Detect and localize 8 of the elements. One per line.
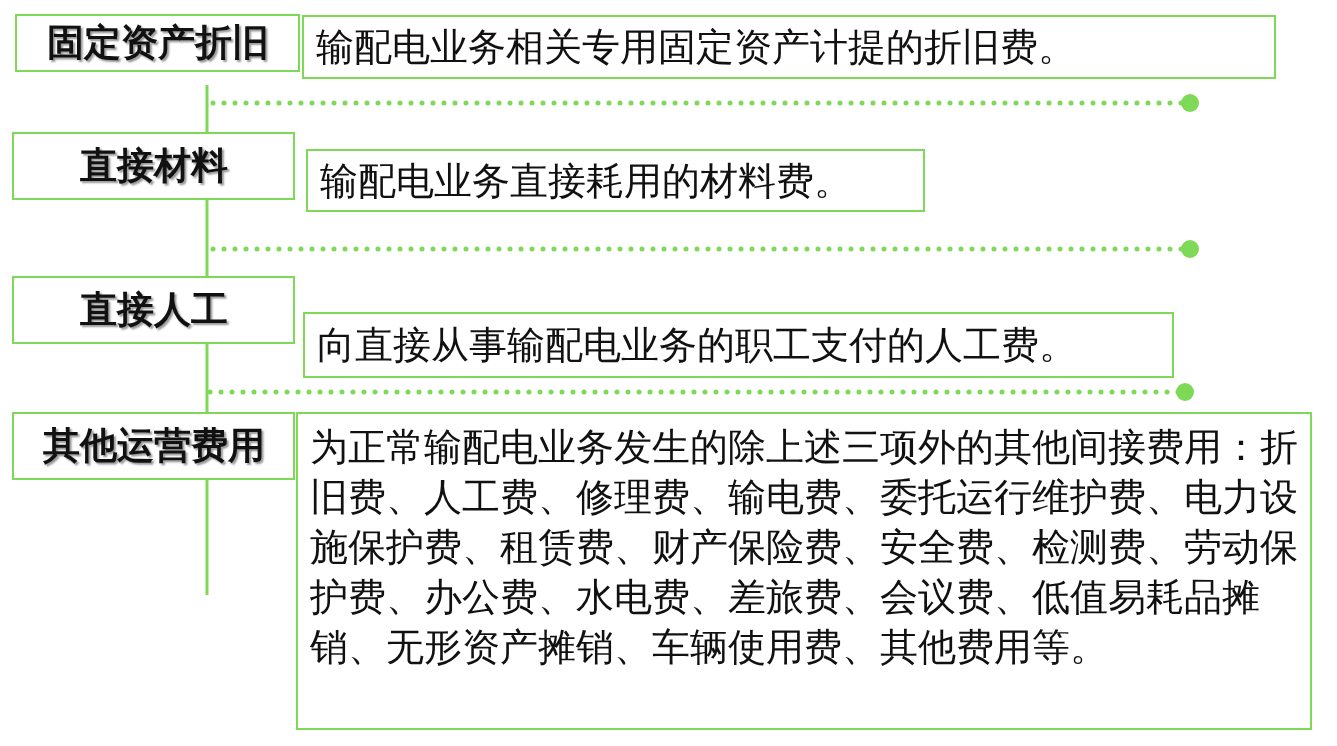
category-box: 固定资产折旧 bbox=[15, 14, 300, 72]
description-box: 输配电业务直接耗用的材料费。 bbox=[306, 149, 925, 212]
category-box: 直接材料 bbox=[12, 132, 295, 200]
description-box: 向直接从事输配电业务的职工支付的人工费。 bbox=[303, 312, 1174, 378]
category-box: 直接人工 bbox=[12, 276, 295, 344]
category-box: 其他运营费用 bbox=[12, 412, 295, 480]
description-box: 为正常输配电业务发生的除上述三项外的其他间接费用：折旧费、人工费、修理费、输电费、委托运行维护费、电力设施保护费、租赁费、财产保险费、安全费、检测费、劳动保护费、办公费、水电费、差旅费、会议费、低值易耗品摊销、无形资产摊销、车辆使用费、其他费用等。 bbox=[296, 412, 1312, 730]
description-box: 输配电业务相关专用固定资产计提的折旧费。 bbox=[302, 15, 1276, 79]
